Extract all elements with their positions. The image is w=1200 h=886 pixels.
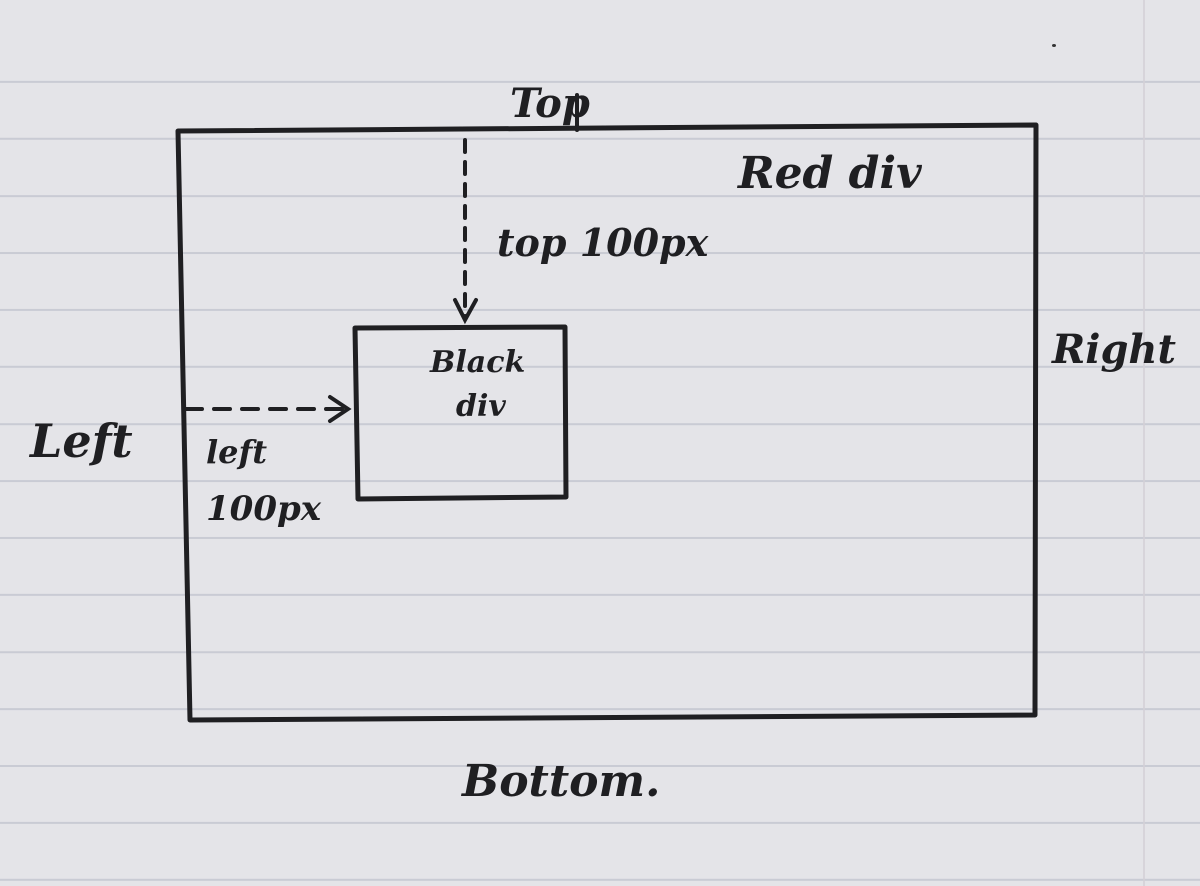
bottom-label: Bottom. <box>462 756 661 807</box>
top-offset-label: top 100px <box>497 220 709 265</box>
red-div-box <box>175 122 1039 723</box>
left-offset-label-line2: 100px <box>206 489 322 529</box>
top-label: Top <box>510 80 590 127</box>
ink-dot <box>1052 44 1056 47</box>
notebook-margin-line <box>1143 0 1145 886</box>
top-offset-arrowhead <box>453 298 478 325</box>
left-offset-label-line1: left <box>206 433 268 471</box>
black-div-label-line1: Black <box>430 345 526 380</box>
right-label: Right <box>1052 326 1176 373</box>
black-div-box <box>352 324 569 502</box>
left-label: Left <box>30 414 133 468</box>
red-div-label: Red div <box>738 148 922 199</box>
left-offset-arrowhead <box>328 395 352 423</box>
black-div-label-line2: div <box>456 389 506 424</box>
